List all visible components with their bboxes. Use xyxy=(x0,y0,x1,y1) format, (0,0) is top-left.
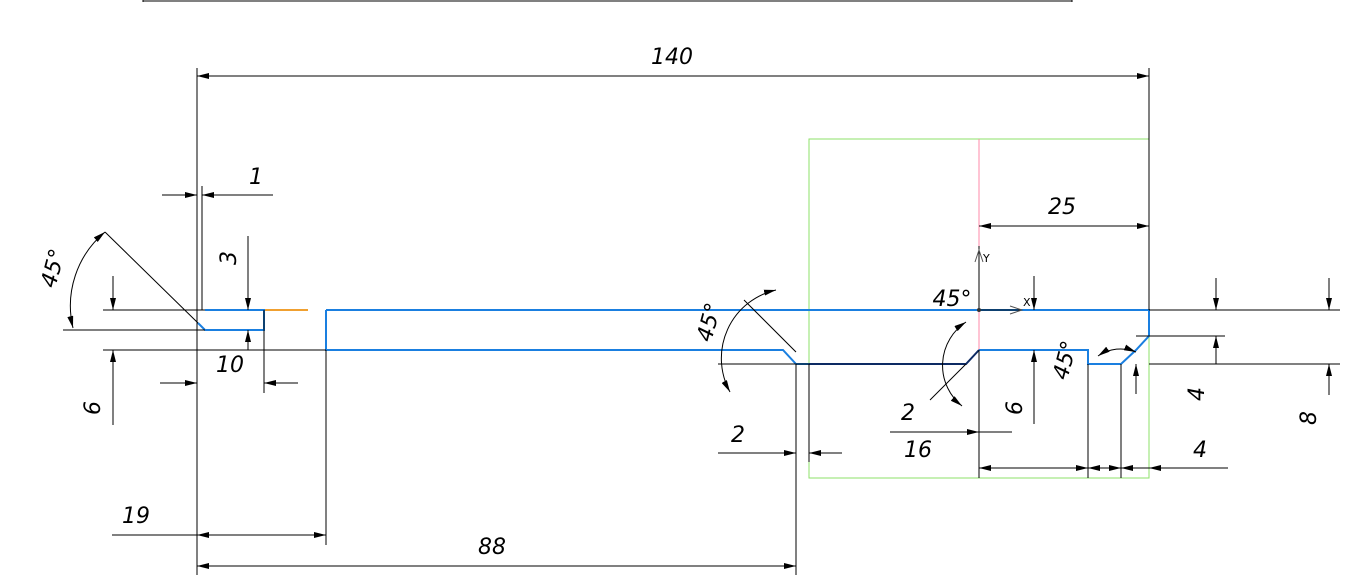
dim-2-mid: 2 xyxy=(718,423,842,456)
ucs-y-label: Y xyxy=(982,252,990,265)
dim-140: 140 xyxy=(197,45,1149,79)
dim-45-mid-label: 45° xyxy=(693,300,727,344)
dim-45-mid: 45° xyxy=(693,289,777,393)
dim-45-right: 45° xyxy=(1049,338,1139,394)
dim-45-left: 45° xyxy=(37,231,106,329)
dim-4-right: 4 xyxy=(1121,438,1228,471)
dim-6-left: 6 xyxy=(81,276,116,425)
part-contour xyxy=(197,309,1150,365)
dim-45-center-label: 45° xyxy=(933,287,972,312)
dim-19: 19 xyxy=(112,504,326,538)
dim-10-label: 10 xyxy=(216,353,244,378)
ucs-icon: Y X xyxy=(974,246,1031,315)
dim-6-center-label: 6 xyxy=(1003,401,1028,415)
dim-25-label: 25 xyxy=(1048,195,1076,220)
dim-10: 10 xyxy=(160,353,298,386)
dim-16-label: 16 xyxy=(904,438,932,463)
dim-1: 1 xyxy=(162,165,273,198)
dim-2-mid-label: 2 xyxy=(731,423,745,448)
ucs-x-label: X xyxy=(1023,296,1031,309)
dim-19-label: 19 xyxy=(122,504,150,529)
dim-25: 25 xyxy=(979,195,1149,229)
dim-8-right-label: 8 xyxy=(1297,411,1322,425)
title-block-fragment xyxy=(142,0,1073,2)
dim-4-right-v-label: 4 xyxy=(1185,387,1210,401)
dim-3: 3 xyxy=(217,236,251,350)
dim-4-right-vertical: 4 xyxy=(1185,278,1219,401)
dim-4-right-h-label: 4 xyxy=(1193,438,1207,463)
dim-16: 16 xyxy=(904,438,1121,471)
dim-6-center: 6 xyxy=(1003,276,1037,424)
dim-3-label: 3 xyxy=(217,251,242,265)
dim-8-right: 8 xyxy=(1297,278,1332,425)
dim-2-center-label: 2 xyxy=(901,401,915,426)
dim-88-label: 88 xyxy=(478,535,506,560)
dim-88: 88 xyxy=(197,535,796,569)
dim-45-right-label: 45° xyxy=(1049,338,1083,382)
dim-6-left-label: 6 xyxy=(81,401,106,415)
dim-45-center: 45° xyxy=(933,287,972,312)
dim-1-label: 1 xyxy=(249,165,263,190)
dim-45-center-arc: 2 xyxy=(890,321,1012,435)
dim-45-left-label: 45° xyxy=(37,246,71,290)
dim-140-label: 140 xyxy=(651,45,693,70)
